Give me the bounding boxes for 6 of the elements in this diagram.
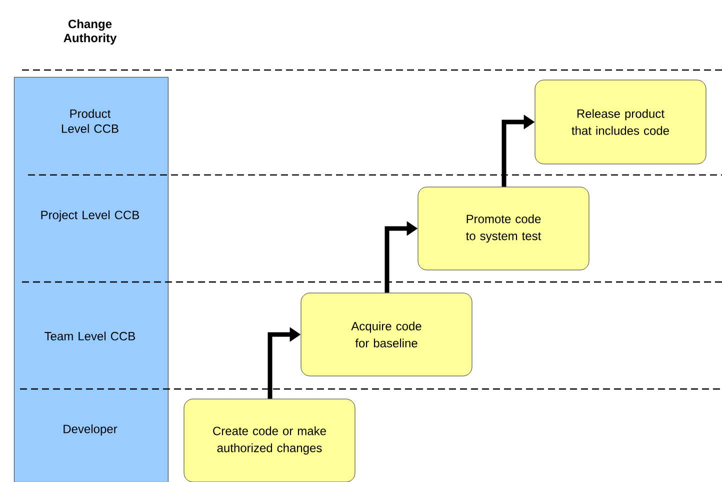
- authority-column: Product Level CCB Project Level CCB Team Level CCB Developer: [14, 77, 168, 482]
- process-box: Acquire code for baseline: [300, 292, 472, 376]
- process-box: Release product that includes code: [534, 80, 706, 164]
- process-box: Create code or make authorized changes: [184, 398, 356, 482]
- process-box: Promote code to system test: [418, 186, 590, 270]
- column-heading: Change Authority: [64, 19, 117, 45]
